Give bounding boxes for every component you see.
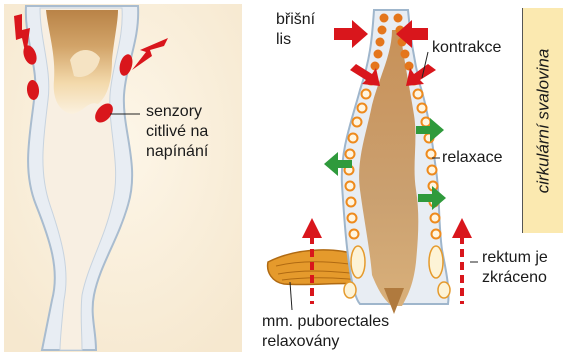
relaxed-ring-dot bbox=[418, 104, 427, 113]
relaxed-ring-dot bbox=[428, 166, 437, 175]
contracted-ring-dot bbox=[374, 50, 383, 59]
circular-muscle-label: cirkulární svalovina bbox=[533, 48, 553, 193]
left-panel bbox=[4, 4, 242, 352]
relaxed-ring-dot bbox=[346, 150, 355, 159]
contracted-ring-dot bbox=[371, 62, 380, 71]
sphincter-oval bbox=[344, 282, 356, 298]
relaxed-ring-dot bbox=[427, 150, 436, 159]
relaxed-ring-dot bbox=[358, 104, 367, 113]
relaxed-ring-dot bbox=[362, 90, 371, 99]
relaxed-ring-dot bbox=[350, 230, 359, 239]
sphincter-oval bbox=[438, 282, 450, 298]
relaxed-ring-dot bbox=[422, 118, 431, 127]
sphincter-oval bbox=[351, 246, 365, 278]
contracted-ring-dot bbox=[405, 62, 414, 71]
abdominal-press-label: břišní lis bbox=[276, 10, 315, 50]
contracted-ring-dot bbox=[380, 14, 389, 23]
circular-muscle-label-box: cirkulární svalovina bbox=[522, 8, 563, 233]
rectum-shortened-label: rektum je zkráceno bbox=[482, 248, 548, 288]
relaxed-ring-dot bbox=[353, 118, 362, 127]
relaxed-ring-dot bbox=[432, 230, 441, 239]
relaxation-label: relaxace bbox=[442, 148, 502, 168]
relaxed-ring-dot bbox=[348, 214, 357, 223]
relaxed-ring-dot bbox=[347, 198, 356, 207]
contracted-ring-dot bbox=[401, 50, 410, 59]
contraction-label: kontrakce bbox=[432, 38, 501, 58]
relaxed-ring-dot bbox=[431, 214, 440, 223]
sensor-label: senzory citlivé na napínání bbox=[146, 102, 208, 162]
sphincter-oval bbox=[429, 246, 443, 278]
contracted-ring-dot bbox=[394, 14, 403, 23]
relaxed-ring-dot bbox=[414, 90, 423, 99]
puborectalis-label: mm. puborectales relaxovány bbox=[262, 312, 389, 352]
contracted-ring-dot bbox=[378, 26, 387, 35]
relaxed-ring-dot bbox=[346, 182, 355, 191]
relaxed-ring-dot bbox=[349, 134, 358, 143]
contracted-ring-dot bbox=[376, 38, 385, 47]
